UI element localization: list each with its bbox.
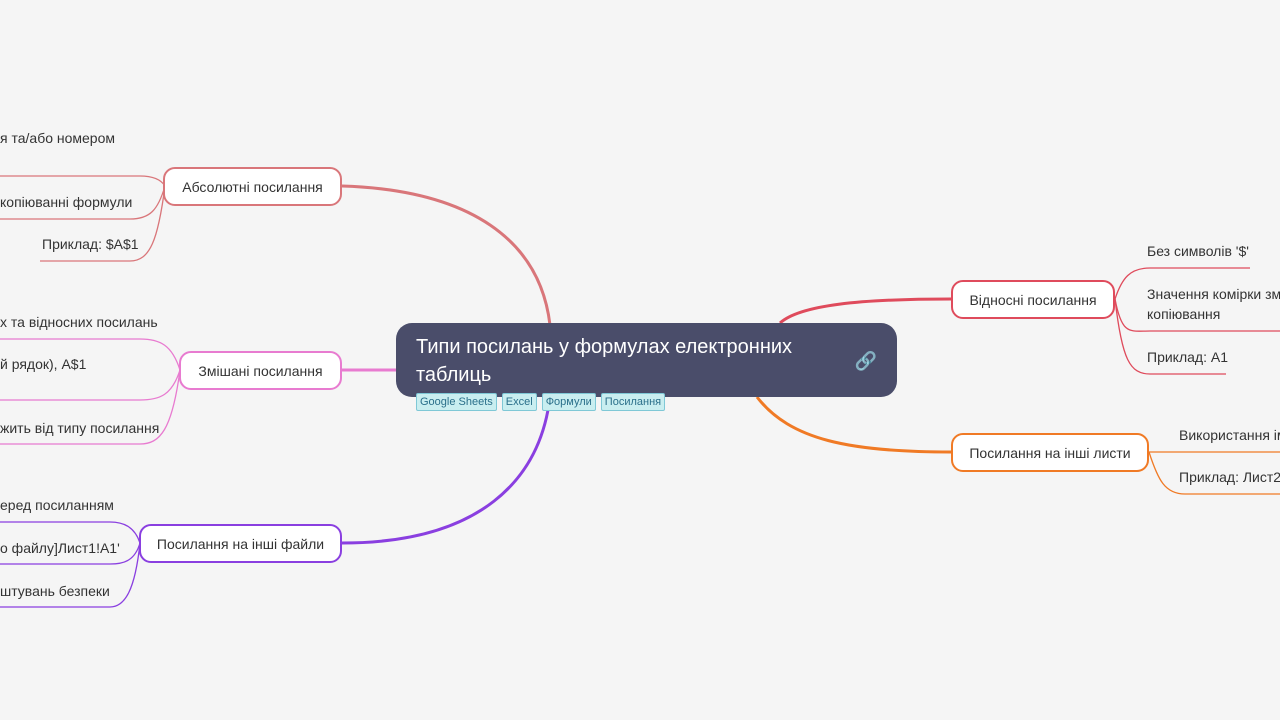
connector-sheets-leaf-2 <box>1148 451 1280 495</box>
tag-excel[interactable]: Excel <box>501 393 537 411</box>
leaf-sheets-2[interactable]: Приклад: Лист2! <box>1179 469 1280 485</box>
connector-files-leaf-2 <box>0 542 141 565</box>
link-icon[interactable]: 🔗 <box>854 351 877 371</box>
connector-files <box>341 396 552 545</box>
leaf-absolute-1[interactable]: я та/або номером <box>0 130 116 146</box>
leaf-mixed-2[interactable]: й рядок), A$1 <box>0 356 87 372</box>
connector-absolute-leaf-1 <box>0 175 166 187</box>
topic-external-files[interactable]: Посилання на інші файли <box>139 524 342 563</box>
topic-other-sheets[interactable]: Посилання на інші листи <box>951 433 1149 472</box>
connector-relative <box>778 297 952 325</box>
leaf-relative-3[interactable]: Приклад: A1 <box>1147 349 1228 365</box>
connector-mixed-leaf-3 <box>0 369 181 445</box>
connector-sheets <box>755 396 952 454</box>
connector-files-leaf-1 <box>0 521 141 544</box>
connector-absolute <box>341 184 552 326</box>
connector-mixed-leaf-2 <box>0 369 181 401</box>
central-topic[interactable]: Типи посилань у формулах електронних таб… <box>396 323 897 411</box>
leaf-mixed-3[interactable]: жить від типу посилання <box>0 420 160 436</box>
connector-relative-leaf-1 <box>1114 267 1250 300</box>
topic-mixed-references[interactable]: Змішані посилання <box>179 351 342 390</box>
connector-files-leaf-3 <box>0 542 141 608</box>
topic-relative-references[interactable]: Відносні посилання <box>951 280 1115 319</box>
tag-references[interactable]: Посилання <box>600 393 666 411</box>
leaf-sheets-1[interactable]: Використання ім <box>1179 427 1280 443</box>
leaf-absolute-3[interactable]: Приклад: $A$1 <box>42 236 139 252</box>
connector-absolute-leaf-3 <box>40 185 166 262</box>
topic-absolute-references[interactable]: Абсолютні посилання <box>163 167 342 206</box>
connector-absolute-leaf-2 <box>0 185 166 220</box>
leaf-mixed-1[interactable]: х та відносних посилань <box>0 314 158 330</box>
leaf-files-1[interactable]: еред посиланням <box>0 497 114 513</box>
leaf-relative-1[interactable]: Без символів '$' <box>1147 243 1249 259</box>
leaf-files-3[interactable]: штувань безпеки <box>0 583 110 599</box>
tag-google-sheets[interactable]: Google Sheets <box>416 393 497 411</box>
tag-formulas[interactable]: Формули <box>541 393 596 411</box>
connector-mixed-leaf-1 <box>0 338 181 371</box>
connector-relative-leaf-2 <box>1114 298 1280 332</box>
leaf-absolute-2[interactable]: копіюванні формули <box>0 194 133 210</box>
leaf-relative-2-cont[interactable]: копіювання <box>1147 306 1221 322</box>
tag-list: Google Sheets Excel Формули Посилання <box>416 393 877 411</box>
leaf-relative-2[interactable]: Значення комірки зм <box>1147 286 1280 302</box>
central-title: Типи посилань у формулах електронних таб… <box>416 336 793 386</box>
connector-relative-leaf-3 <box>1114 298 1226 375</box>
leaf-files-2[interactable]: о файлу]Лист1!A1' <box>0 540 120 556</box>
